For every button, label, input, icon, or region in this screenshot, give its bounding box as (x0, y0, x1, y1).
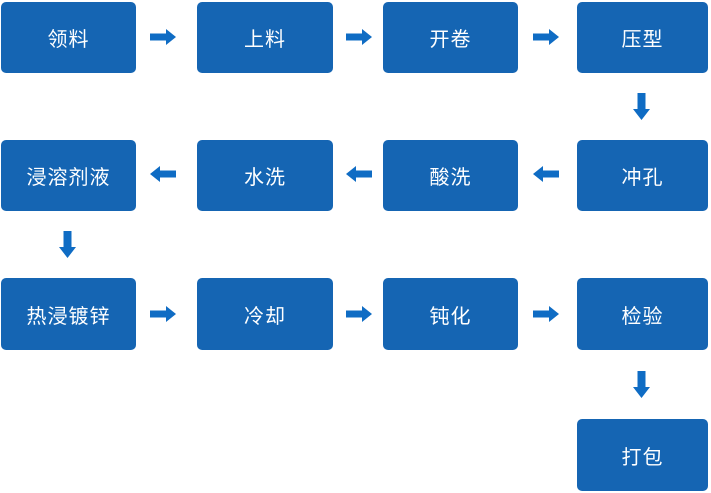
flow-node-hot-dip-galvanizing: 热浸镀锌 (1, 278, 136, 350)
arrow-right-icon (346, 306, 372, 322)
arrow-right-icon (150, 306, 176, 322)
arrow-down-shape (633, 93, 650, 120)
flow-node-packing: 打包 (577, 419, 708, 491)
flow-node-cooling: 冷却 (197, 278, 333, 350)
flow-node-water-rinse: 水洗 (197, 140, 333, 211)
arrow-left-shape (346, 166, 372, 182)
arrow-left-icon (346, 166, 372, 182)
arrow-right-shape (150, 29, 176, 45)
arrow-down-icon (633, 93, 650, 120)
arrow-right-shape (346, 306, 372, 322)
arrow-right-shape (150, 306, 176, 322)
arrow-right-icon (533, 306, 559, 322)
arrow-left-icon (150, 166, 176, 182)
arrow-left-shape (533, 166, 559, 182)
arrow-right-icon (346, 29, 372, 45)
arrow-right-shape (346, 29, 372, 45)
flow-node-press-forming: 压型 (577, 2, 708, 73)
flow-node-flux-dip: 浸溶剂液 (1, 140, 136, 211)
arrow-right-icon (150, 29, 176, 45)
arrow-left-icon (533, 166, 559, 182)
flow-node-receive-material: 领料 (1, 2, 136, 73)
arrow-down-shape (633, 371, 650, 398)
flow-node-inspection: 检验 (577, 278, 708, 350)
flow-node-punching: 冲孔 (577, 140, 708, 211)
flow-node-feeding: 上料 (197, 2, 333, 73)
flow-node-acid-pickling: 酸洗 (383, 140, 518, 211)
arrow-down-icon (633, 371, 650, 398)
arrow-down-icon (59, 231, 76, 258)
flow-node-passivation: 钝化 (383, 278, 518, 350)
arrow-right-shape (533, 306, 559, 322)
arrow-left-shape (150, 166, 176, 182)
arrow-right-icon (533, 29, 559, 45)
arrow-right-shape (533, 29, 559, 45)
arrow-down-shape (59, 231, 76, 258)
flow-node-uncoiling: 开卷 (383, 2, 518, 73)
